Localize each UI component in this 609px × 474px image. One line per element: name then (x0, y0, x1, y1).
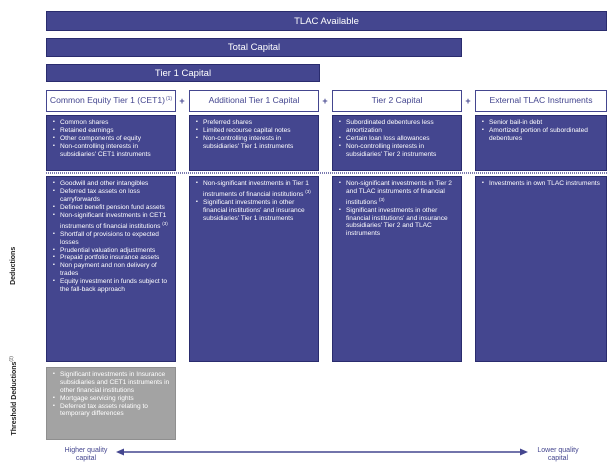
lower-quality-label: Lower quality capital (537, 447, 579, 463)
tier1-capital-label: Tier 1 Capital (154, 67, 212, 79)
bullet-item: Non-significant investments in Tier 1 in… (196, 180, 314, 199)
external-tlac-components: Senior bail-in debtAmortized portion of … (475, 115, 607, 171)
bullet-item: Preferred shares (196, 119, 314, 127)
bullet-item: Subordinated debentures less amortizatio… (339, 119, 457, 135)
footnote-marker: (3) (305, 188, 311, 194)
cet1-header-label: Common Equity Tier 1 (CET1) (49, 95, 165, 106)
footnote-marker: (3) (162, 220, 168, 226)
bullet-item: Prepaid portfolio insurance assets (53, 254, 171, 262)
tier2-header: Tier 2 Capital (332, 90, 462, 112)
quality-arrow-right-head (520, 448, 528, 456)
bullet-item: Non-significant investments in Tier 2 an… (339, 180, 457, 207)
bullet-item: Significant investments in other financi… (339, 207, 457, 238)
higher-quality-label: Higher quality capital (64, 447, 108, 463)
bullet-item: Other components of equity (53, 135, 171, 143)
at1-header: Additional Tier 1 Capital (189, 90, 319, 112)
dotted-separator (46, 172, 607, 174)
threshold-deductions-box: Significant investments in Insurance sub… (46, 367, 176, 440)
threshold-deductions-label: Threshold Deductions(2) (8, 356, 18, 435)
cet1-components: Common sharesRetained earningsOther comp… (46, 115, 176, 171)
tier2-components: Subordinated debentures less amortizatio… (332, 115, 462, 171)
bullet-item: Goodwill and other intangibles (53, 180, 171, 188)
threshold-footnote: (2) (8, 356, 14, 362)
at1-header-label: Additional Tier 1 Capital (208, 95, 300, 106)
bullet-item: Non-controlling interests in subsidiarie… (339, 143, 457, 159)
quality-arrow-left-head (116, 448, 124, 456)
tlac-available-label: TLAC Available (294, 15, 359, 27)
external-tlac-header: External TLAC Instruments (475, 90, 607, 112)
plus-sign: + (179, 96, 185, 106)
bullet-item: Limited recourse capital notes (196, 127, 314, 135)
total-capital-bar: Total Capital (46, 38, 462, 57)
bullet-item: Deferred tax assets relating to temporar… (53, 403, 171, 419)
bullet-item: Certain loan loss allowances (339, 135, 457, 143)
tier2-deductions: Non-significant investments in Tier 2 an… (332, 176, 462, 362)
bullet-item: Deferred tax assets on loss carryforward… (53, 188, 171, 204)
at1-components: Preferred sharesLimited recourse capital… (189, 115, 319, 171)
tier1-capital-bar: Tier 1 Capital (46, 64, 320, 82)
total-capital-label: Total Capital (227, 42, 281, 53)
bullet-item: Common shares (53, 119, 171, 127)
footnote-marker: (3) (379, 196, 385, 202)
bullet-item: Equity investment in funds subject to th… (53, 278, 171, 294)
plus-sign: + (465, 96, 471, 106)
bullet-item: Non-controlling interests in subsidiarie… (196, 135, 314, 151)
at1-deductions: Non-significant investments in Tier 1 in… (189, 176, 319, 362)
tlac-available-bar: TLAC Available (46, 11, 607, 31)
bullet-item: Shortfall of provisions to expected loss… (53, 231, 171, 247)
bullet-item: Significant investments in other financi… (196, 199, 314, 222)
bullet-item: Prudential valuation adjustments (53, 247, 171, 255)
bullet-item: Non-controlling interests in subsidiarie… (53, 143, 171, 159)
external-tlac-header-label: External TLAC Instruments (489, 95, 593, 106)
bullet-item: Defined benefit pension fund assets (53, 204, 171, 212)
cet1-header: Common Equity Tier 1 (CET1)(1) (46, 90, 176, 112)
deductions-label: Deductions (10, 246, 18, 285)
cet1-footnote: (1) (165, 95, 173, 102)
external-tlac-deductions: Investments in own TLAC instruments (475, 176, 607, 362)
plus-sign: + (322, 96, 328, 106)
quality-axis (116, 448, 528, 456)
bullet-item: Senior bail-in debt (482, 119, 602, 127)
tier2-header-label: Tier 2 Capital (371, 95, 423, 106)
bullet-item: Investments in own TLAC instruments (482, 180, 602, 188)
bullet-item: Amortized portion of subordinated debent… (482, 127, 602, 143)
cet1-deductions: Goodwill and other intangiblesDeferred t… (46, 176, 176, 362)
threshold-label-text: Threshold Deductions (10, 361, 18, 436)
bullet-item: Non payment and non delivery of trades (53, 262, 171, 278)
bullet-item: Significant investments in Insurance sub… (53, 371, 171, 394)
bullet-item: Mortgage servicing rights (53, 395, 171, 403)
bullet-item: Retained earnings (53, 127, 171, 135)
bullet-item: Non-significant investments in CET1 inst… (53, 212, 171, 231)
